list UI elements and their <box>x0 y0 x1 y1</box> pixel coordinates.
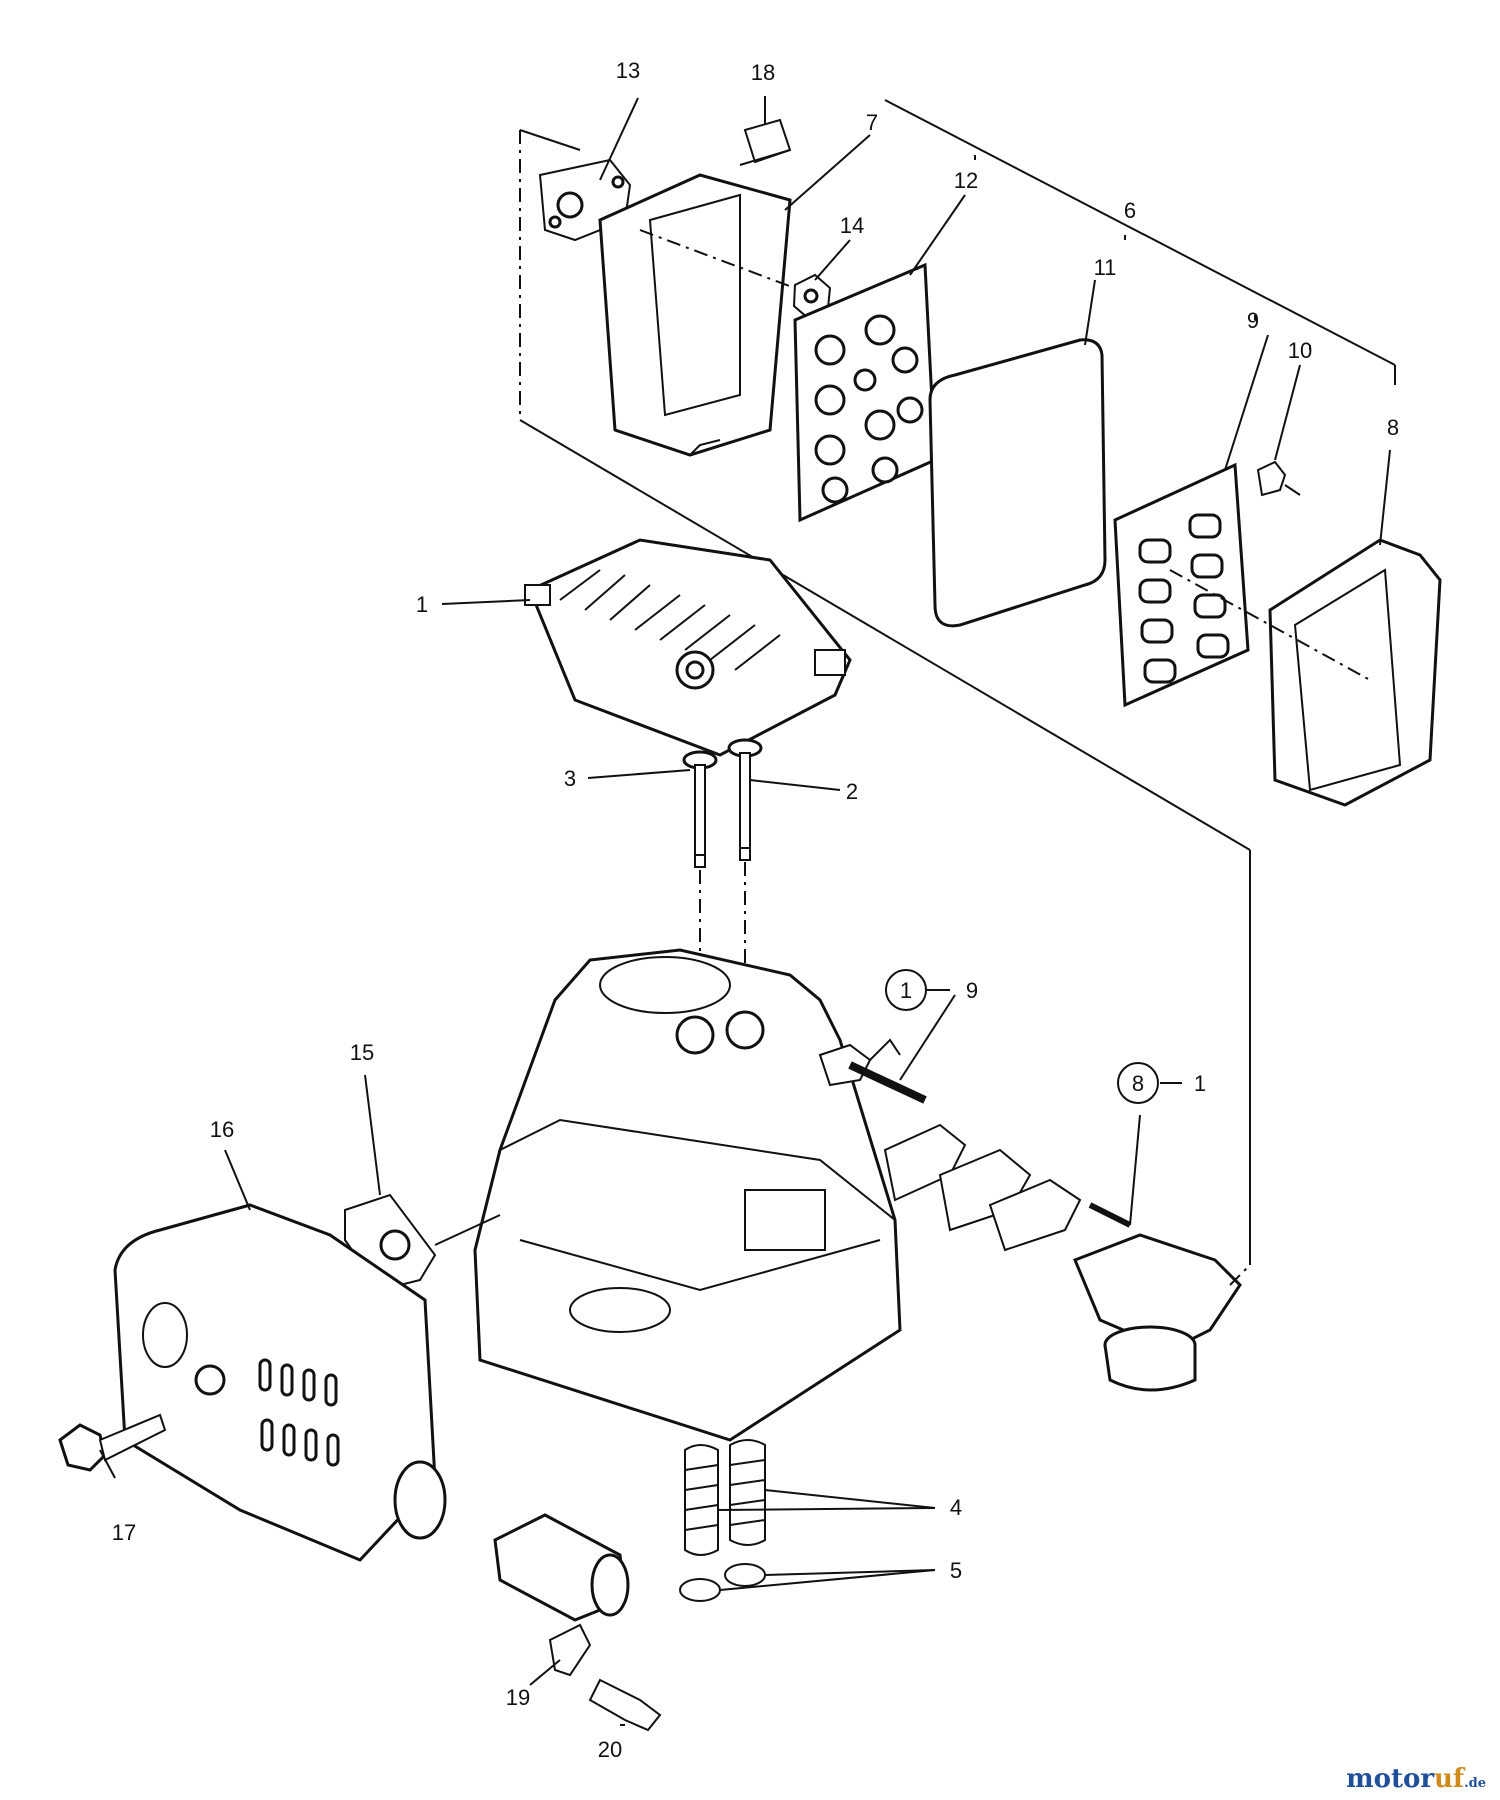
carburetor <box>1073 1202 1242 1392</box>
callout-13: 13 <box>616 58 640 83</box>
part-12-grid-plate <box>793 262 937 523</box>
ref-1-circle-number: 1 <box>900 978 912 1003</box>
part-18-clip <box>739 118 792 166</box>
part-19-clamp <box>548 1623 592 1677</box>
part-11-filter-element <box>928 338 1107 628</box>
part-3-valve <box>682 750 718 868</box>
callout-6: 6 <box>1124 198 1136 223</box>
part-10-bolt <box>1256 460 1301 497</box>
callout-labels: 13 18 7 12 14 6 11 9 10 8 1 3 2 15 16 17… <box>112 58 1399 1762</box>
ref-8-target: 1 <box>1194 1071 1206 1096</box>
part-2-valve <box>727 738 763 861</box>
callout-17: 17 <box>112 1520 136 1545</box>
ref-1-target: 9 <box>966 978 978 1003</box>
callout-19: 19 <box>506 1685 530 1710</box>
callout-2: 2 <box>846 779 858 804</box>
callout-10: 10 <box>1288 338 1312 363</box>
callout-1: 1 <box>416 592 428 617</box>
intake-gaskets <box>883 1123 1082 1252</box>
part-1-cylinder-head <box>524 538 852 757</box>
callout-14: 14 <box>840 213 864 238</box>
callout-4: 4 <box>950 1495 962 1520</box>
ref-callout-1-9 <box>885 969 950 1011</box>
callout-16: 16 <box>210 1117 234 1142</box>
callout-8: 8 <box>1387 415 1399 440</box>
intake-stud <box>848 1061 927 1104</box>
callout-20: 20 <box>598 1737 622 1762</box>
part-16-muffler <box>113 1203 447 1562</box>
air-cleaner-bracket <box>519 99 1396 1265</box>
engine-block <box>473 948 902 1442</box>
part-9-inner-grid <box>1113 462 1250 708</box>
part-20-screw <box>588 1678 662 1732</box>
callout-18: 18 <box>751 60 775 85</box>
part-4-valve-springs <box>684 1439 766 1556</box>
callout-9: 9 <box>1247 308 1259 333</box>
callout-5: 5 <box>950 1558 962 1583</box>
ref-callout-8-1 <box>1117 1062 1182 1104</box>
part-17-bolt <box>58 1413 167 1472</box>
callout-12: 12 <box>954 168 978 193</box>
callout-11: 11 <box>1094 255 1117 280</box>
leader-lines <box>99 96 1391 1726</box>
callout-3: 3 <box>564 766 576 791</box>
spark-arrestor-pipe <box>493 1513 630 1622</box>
part-5-retainers <box>679 1563 766 1602</box>
ref-8-circle-number: 8 <box>1132 1071 1144 1096</box>
part-8-cover <box>1169 538 1442 807</box>
part-7-air-cleaner-base <box>598 173 801 457</box>
callout-15: 15 <box>350 1040 374 1065</box>
callout-7: 7 <box>866 110 878 135</box>
part-14-nut <box>792 273 832 320</box>
motoruf-watermark: motoruf.de <box>1346 1764 1486 1794</box>
